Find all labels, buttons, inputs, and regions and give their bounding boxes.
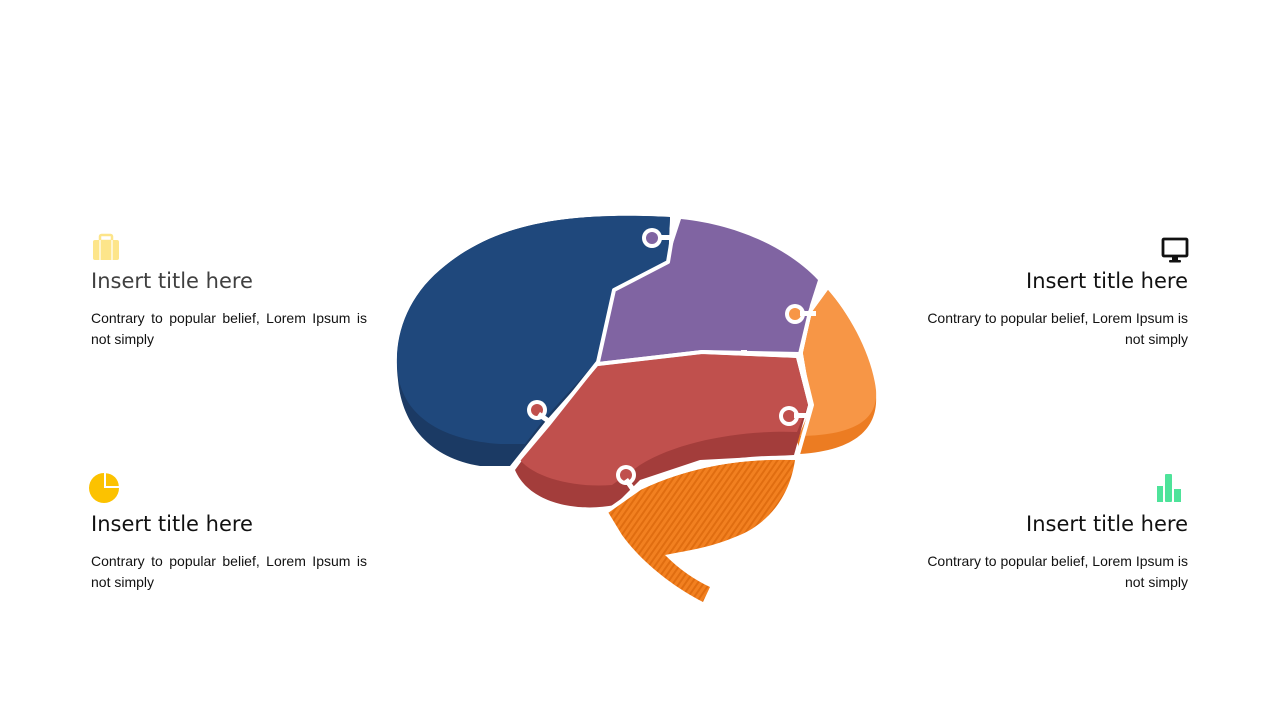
brain-cerebellum (608, 459, 795, 602)
block-title: Insert title here (91, 269, 253, 293)
lobe-separators (508, 213, 824, 514)
briefcase-icon (90, 232, 122, 264)
info-block-top-left: Insert title here Contrary to popular be… (91, 268, 367, 350)
brain-occipital-lobe (785, 290, 877, 454)
brain-puzzle-diagram (396, 213, 877, 602)
block-body: Contrary to popular belief, Lorem Ipsum … (91, 310, 367, 347)
block-body: Contrary to popular belief, Lorem Ipsum … (927, 310, 1188, 347)
block-title: Insert title here (1026, 269, 1188, 293)
block-title: Insert title here (91, 512, 253, 536)
block-title: Insert title here (1026, 512, 1188, 536)
info-block-bottom-right: Insert title here Contrary to popular be… (912, 511, 1188, 593)
brain-frontal-lobe (396, 215, 674, 466)
brain-temporal-lobe (515, 354, 808, 508)
info-block-bottom-left: Insert title here Contrary to popular be… (91, 511, 367, 593)
bar-chart-icon (1154, 472, 1186, 504)
block-body: Contrary to popular belief, Lorem Ipsum … (927, 553, 1188, 590)
monitor-icon (1159, 234, 1191, 266)
block-body: Contrary to popular belief, Lorem Ipsum … (91, 553, 367, 590)
info-block-top-right: Insert title here Contrary to popular be… (912, 268, 1188, 350)
pie-chart-icon (88, 472, 120, 504)
